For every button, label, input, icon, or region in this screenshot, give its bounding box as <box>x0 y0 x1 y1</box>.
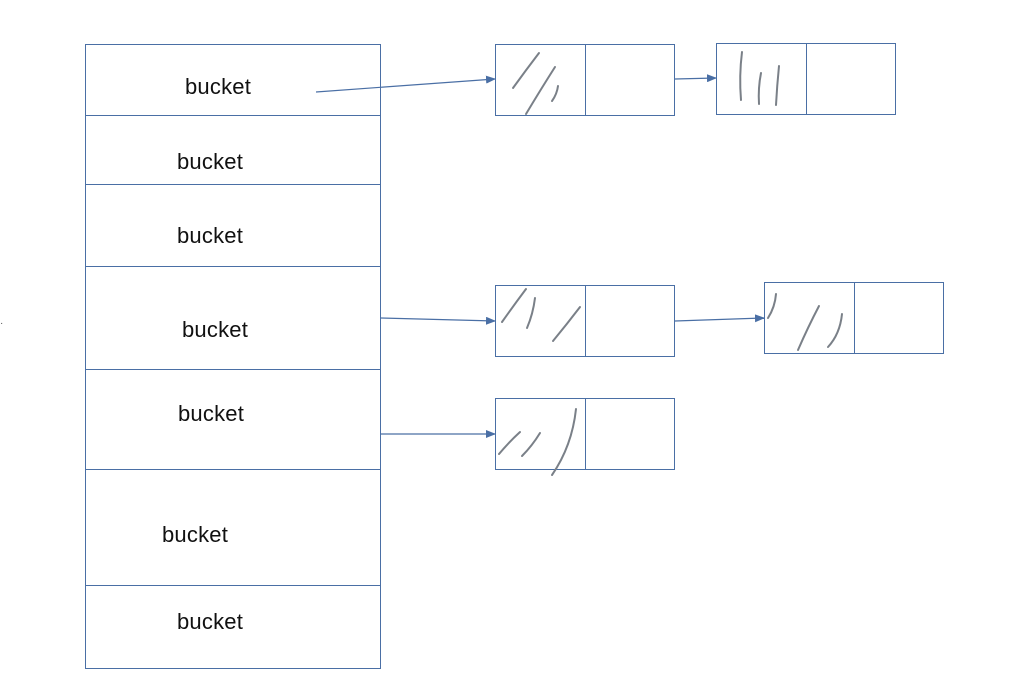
hatch-marks-chain3-node1 <box>498 408 577 476</box>
chain-2-node-1 <box>495 285 675 357</box>
bucket-label-1: bucket <box>185 74 252 99</box>
chain-2-node-2 <box>764 282 944 354</box>
hatch-marks-chain2-node1 <box>501 288 581 342</box>
bucket-label-7: bucket <box>177 609 244 634</box>
arrow-bucket4-to-node <box>380 316 496 325</box>
bucket-label-4: bucket <box>182 317 249 342</box>
node-divider <box>585 399 586 469</box>
arrow-bucket1-to-node <box>315 75 496 93</box>
node-divider <box>854 283 855 353</box>
node-divider <box>806 44 807 114</box>
bucket-cell-3: bucket <box>85 184 381 267</box>
arrow-chain2-next <box>674 314 765 323</box>
chain-1-node-1 <box>495 44 675 116</box>
bucket-cell-5: bucket <box>85 369 381 470</box>
bucket-label-2: bucket <box>177 149 244 174</box>
bucket-label-5: bucket <box>178 401 245 426</box>
bucket-cell-4: bucket <box>85 266 381 370</box>
bucket-label-3: bucket <box>177 223 244 248</box>
bucket-label-6: bucket <box>162 522 229 547</box>
bucket-cell-1: bucket <box>85 44 381 116</box>
hatch-marks-chain1-node1 <box>512 52 559 115</box>
chain-3-node-1 <box>495 398 675 470</box>
stray-mark: · <box>0 318 4 329</box>
hatch-marks-chain2-node2 <box>767 293 843 351</box>
node-divider <box>585 45 586 115</box>
hatch-marks-chain1-node2 <box>739 51 780 106</box>
bucket-cell-6: bucket <box>85 469 381 586</box>
bucket-cell-7: bucket <box>85 585 381 669</box>
node-divider <box>585 286 586 356</box>
arrow-chain1-next <box>674 74 717 83</box>
